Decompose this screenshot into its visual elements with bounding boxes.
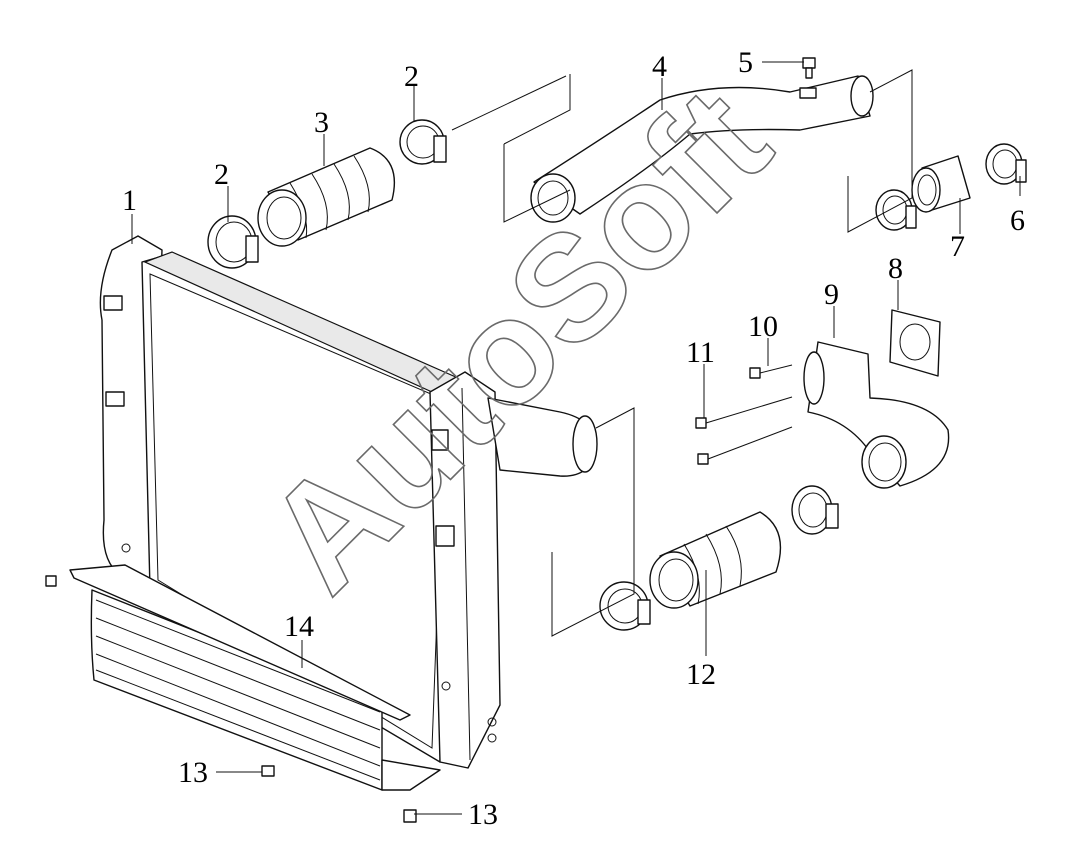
bolts-11	[695, 396, 793, 465]
callout-5: 5	[738, 46, 753, 79]
explode-guides	[451, 69, 913, 637]
clamp-2-upper	[399, 119, 447, 165]
callout-13-left: 13	[178, 756, 208, 789]
callout-14: 14	[284, 610, 314, 643]
callout-2-lower: 2	[214, 158, 229, 191]
gasket-8	[889, 309, 941, 377]
clamp-6	[985, 143, 1027, 185]
lower-shield	[69, 564, 441, 791]
intercooler-assembly	[99, 235, 598, 769]
bolt-5	[802, 57, 816, 79]
clamp-12-upper	[791, 485, 839, 535]
clamp-7-left	[875, 189, 917, 231]
hose-12	[649, 511, 782, 609]
callout-3: 3	[314, 106, 329, 139]
bolt-10	[749, 364, 793, 379]
callout-11: 11	[686, 336, 715, 369]
clamp-2-lower	[207, 215, 259, 269]
callout-13-bottom: 13	[468, 798, 498, 831]
callout-2-upper: 2	[404, 60, 419, 93]
callout-8: 8	[888, 252, 903, 285]
callout-7: 7	[950, 230, 965, 263]
callout-10: 10	[748, 310, 778, 343]
callout-1: 1	[122, 184, 137, 217]
clamp-12-lower	[599, 581, 651, 631]
leader-lines	[131, 61, 1021, 815]
hose-7	[911, 155, 971, 213]
callout-labels: 1 2 2 3 4 5 6 7 8 9 10 11 12 13 13 14	[122, 46, 1025, 831]
callout-4: 4	[652, 50, 667, 83]
callout-6: 6	[1010, 204, 1025, 237]
hose-3	[257, 147, 396, 247]
elbow-pipe-9	[803, 341, 950, 489]
bolts-13	[45, 575, 417, 823]
callout-12: 12	[686, 658, 716, 691]
pipe-4	[530, 75, 874, 223]
callout-9: 9	[824, 278, 839, 311]
